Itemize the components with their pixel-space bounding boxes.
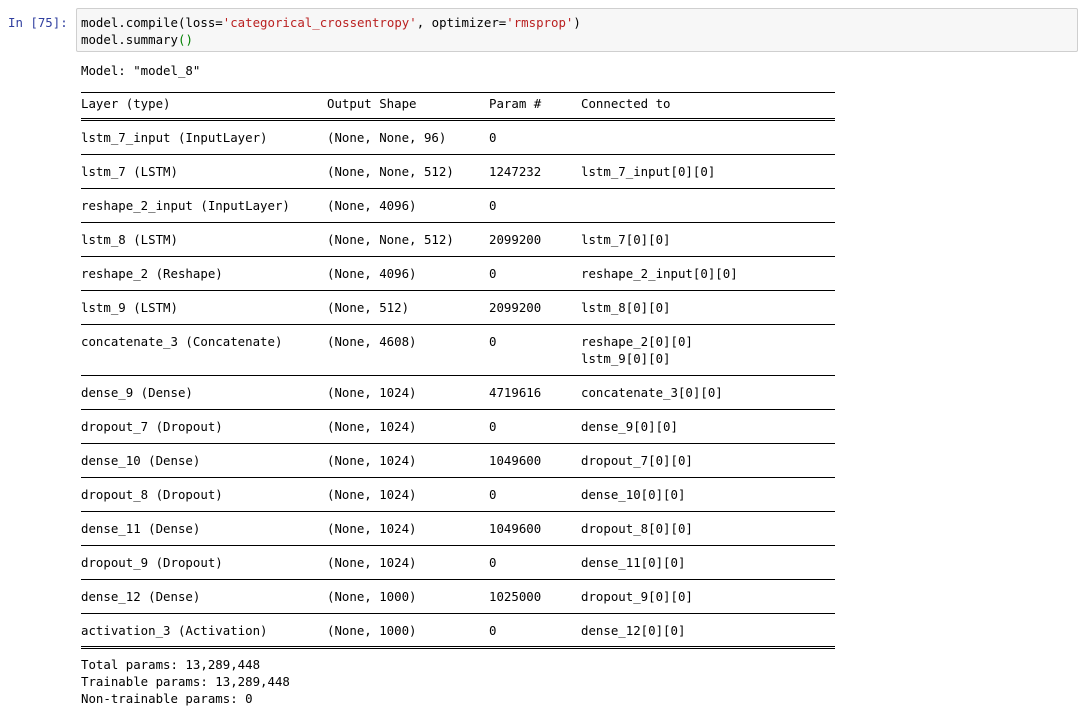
row-separator: [81, 511, 835, 512]
cell-output-shape: (None, 1024): [327, 453, 417, 468]
footer-double-rule: [81, 646, 835, 649]
cell-connected-to: dropout_7[0][0]: [581, 453, 693, 468]
cell-connected-to: dropout_8[0][0]: [581, 521, 693, 536]
row-separator: [81, 222, 835, 223]
cell-param: 1049600: [489, 453, 542, 468]
cell-param: 1247232: [489, 164, 542, 179]
cell-connected-to: concatenate_3[0][0]: [581, 385, 723, 400]
cell-connected-to: lstm_8[0][0]: [581, 300, 671, 315]
cell-layer: concatenate_3 (Concatenate): [81, 334, 283, 349]
header-layer: Layer (type): [81, 96, 171, 111]
cell-output-shape: (None, 4096): [327, 266, 417, 281]
row-separator: [81, 375, 835, 376]
cell-layer: reshape_2 (Reshape): [81, 266, 223, 281]
total-params: Total params: 13,289,448: [81, 657, 261, 672]
row-separator: [81, 477, 835, 478]
cell-layer: lstm_9 (LSTM): [81, 300, 178, 315]
cell-output-shape: (None, 1024): [327, 521, 417, 536]
header-param: Param #: [489, 96, 542, 111]
cell-param: 0: [489, 487, 497, 502]
row-separator: [81, 613, 835, 614]
row-separator: [81, 409, 835, 410]
code-string-optimizer: 'rmsprop': [506, 15, 574, 30]
cell-param: 1049600: [489, 521, 542, 536]
cell-connected-to: dense_12[0][0]: [581, 623, 686, 638]
row-separator: [81, 443, 835, 444]
cell-output-shape: (None, 1024): [327, 419, 417, 434]
header-double-rule: [81, 118, 835, 121]
cell-output-shape: (None, 4096): [327, 198, 417, 213]
cell-output-shape: (None, None, 512): [327, 232, 454, 247]
cell-connected-to: lstm_9[0][0]: [581, 351, 671, 366]
cell-connected-to: reshape_2_input[0][0]: [581, 266, 738, 281]
code-token: model.compile(loss=: [81, 15, 223, 30]
cell-output-shape: (None, None, 96): [327, 130, 447, 145]
cell-param: 0: [489, 623, 497, 638]
cell-layer: dense_10 (Dense): [81, 453, 201, 468]
code-token: model.summary: [81, 32, 178, 47]
cell-output-shape: (None, 1000): [327, 589, 417, 604]
cell-connected-to: dense_11[0][0]: [581, 555, 686, 570]
cell-param: 2099200: [489, 300, 542, 315]
cell-param: 0: [489, 555, 497, 570]
code-line-1: model.compile(loss='categorical_crossent…: [81, 14, 1073, 31]
cell-param: 0: [489, 130, 497, 145]
cell-output-shape: (None, 512): [327, 300, 410, 315]
header-connected-to: Connected to: [581, 96, 671, 111]
model-title: Model: "model_8": [81, 63, 201, 78]
cell-connected-to: dropout_9[0][0]: [581, 589, 693, 604]
cell-output-shape: (None, 1024): [327, 555, 417, 570]
cell-param: 4719616: [489, 385, 542, 400]
cell-param: 0: [489, 419, 497, 434]
cell-param: 0: [489, 198, 497, 213]
cell-layer: reshape_2_input (InputLayer): [81, 198, 290, 213]
cell-output-shape: (None, 1024): [327, 487, 417, 502]
code-line-2: model.summary(): [81, 31, 1073, 48]
cell-layer: dropout_9 (Dropout): [81, 555, 223, 570]
input-prompt: In [75]:: [8, 15, 68, 30]
code-paren: (): [177, 32, 193, 47]
non-trainable-params: Non-trainable params: 0: [81, 691, 253, 706]
cell-layer: dropout_8 (Dropout): [81, 487, 223, 502]
cell-connected-to: dense_10[0][0]: [581, 487, 686, 502]
cell-param: 0: [489, 266, 497, 281]
cell-param: 0: [489, 334, 497, 349]
cell-layer: dense_11 (Dense): [81, 521, 201, 536]
row-separator: [81, 545, 835, 546]
cell-output-shape: (None, 1024): [327, 385, 417, 400]
cell-output-shape: (None, None, 512): [327, 164, 454, 179]
cell-layer: dropout_7 (Dropout): [81, 419, 223, 434]
code-string-loss: 'categorical_crossentropy': [222, 15, 417, 30]
cell-param: 2099200: [489, 232, 542, 247]
cell-layer: lstm_7_input (InputLayer): [81, 130, 268, 145]
code-token: ): [573, 15, 581, 30]
header-output-shape: Output Shape: [327, 96, 417, 111]
cell-param: 1025000: [489, 589, 542, 604]
cell-output-shape: (None, 4608): [327, 334, 417, 349]
cell-layer: activation_3 (Activation): [81, 623, 268, 638]
row-separator: [81, 154, 835, 155]
row-separator: [81, 256, 835, 257]
row-separator: [81, 579, 835, 580]
row-separator: [81, 188, 835, 189]
cell-layer: lstm_8 (LSTM): [81, 232, 178, 247]
cell-layer: dense_12 (Dense): [81, 589, 201, 604]
code-input-area[interactable]: model.compile(loss='categorical_crossent…: [76, 8, 1078, 52]
row-separator: [81, 290, 835, 291]
cell-connected-to: lstm_7[0][0]: [581, 232, 671, 247]
cell-layer: lstm_7 (LSTM): [81, 164, 178, 179]
cell-output-shape: (None, 1000): [327, 623, 417, 638]
trainable-params: Trainable params: 13,289,448: [81, 674, 290, 689]
row-separator: [81, 324, 835, 325]
cell-connected-to: dense_9[0][0]: [581, 419, 678, 434]
cell-layer: dense_9 (Dense): [81, 385, 193, 400]
code-token: , optimizer=: [416, 15, 507, 30]
table-top-rule: [81, 92, 835, 93]
cell-connected-to: reshape_2[0][0]: [581, 334, 693, 349]
cell-connected-to: lstm_7_input[0][0]: [581, 164, 716, 179]
